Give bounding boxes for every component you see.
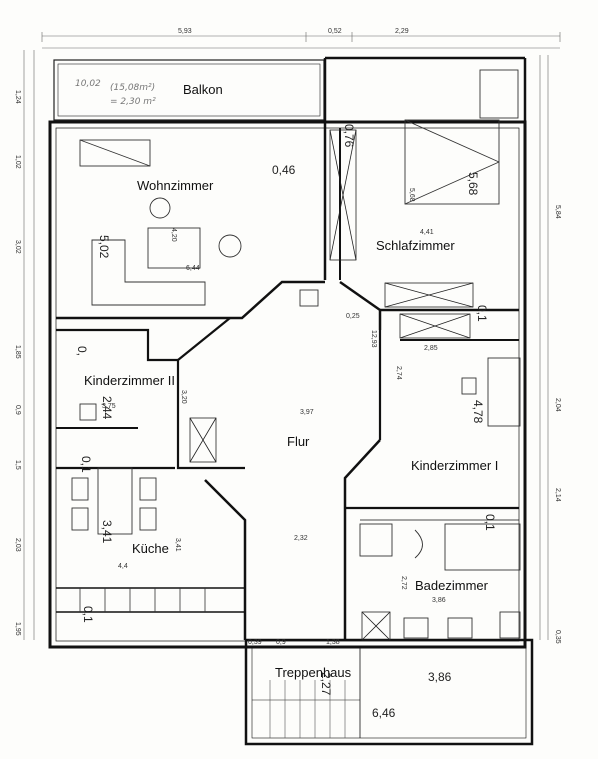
dim-inner-31: 2,74 [395,366,402,380]
kitchen-units [79,588,206,612]
dim-inner-14: 3,97 [300,409,314,416]
dim-left-6: 1,5 [14,460,21,470]
dim-inner-1: 0,46 [272,163,296,177]
room-label-kinderzimmer-1: Kinderzimmer I [411,458,498,473]
room-label-wohnzimmer: Wohnzimmer [137,178,214,193]
dim-inner-16: 3,41 [174,538,181,552]
dim-inner-27: 0,1 [475,305,489,322]
dim-inner-17: 2,32 [294,535,308,542]
room-label-kueche: Küche [132,541,169,556]
room-label-schlafzimmer: Schlafzimmer [376,238,455,253]
dim-inner-29: 0,1 [483,514,497,531]
dim-right-1: 5,84 [554,205,561,219]
dim-inner-19: 3,86 [432,597,446,604]
top-dimension-chain [41,32,561,49]
dim-inner-13: 3,75 [102,403,116,410]
furniture [71,69,521,639]
interior-walls [56,128,519,640]
dim-right-4: 0,35 [554,630,561,644]
dim-inner-7: 6,44 [186,265,200,272]
room-label-balkon: Balkon [183,82,223,97]
dim-top-2: 0,52 [328,28,342,35]
dim-inner-12: 2,44 [100,396,114,420]
dim-inner-4: 5,02 [97,235,111,259]
hand-note-3: = 2,30 m² [110,97,156,107]
dim-inner-20: 2,72 [400,576,407,590]
left-dimension-chain [23,50,35,640]
dim-left-4: 1,85 [14,345,21,359]
dim-right-2: 2,04 [554,398,561,412]
hand-note-2: (15,08m²) [110,83,155,93]
dim-top-3: 2,29 [395,28,409,35]
dim-top-1: 5,93 [178,28,192,35]
dim-inner-32: 12,93 [370,330,377,348]
room-label-badezimmer: Badezimmer [415,578,489,593]
exterior-walls [48,56,527,649]
dim-left-8: 1,95 [14,622,21,636]
room-label-kinderzimmer-2: Kinderzimmer II [84,373,175,388]
stairs [269,680,346,738]
dim-left-3: 3,02 [14,240,21,254]
dim-left-2: 1,02 [14,155,21,169]
dim-inner-11: 4,78 [471,400,485,424]
dim-left-5: 0,9 [14,405,21,415]
dim-right-3: 2,14 [554,488,561,502]
dim-inner-22: 0,9 [276,639,286,646]
room-label-flur: Flur [287,434,310,449]
dim-inner-33: 3,20 [180,390,187,404]
dim-inner-8: 4,20 [170,228,177,242]
stairwell-outline [244,638,534,746]
room-label-treppenhaus: Treppenhaus [275,665,352,680]
dim-inner-6: 5,68 [466,172,480,196]
dim-inner-15: 3,41 [100,520,114,544]
dim-inner-9: 0,25 [346,313,360,320]
dim-inner-21: 0,39 [248,639,262,646]
dim-left-1: 1,24 [14,90,21,104]
dim-inner-30: 0,1 [81,606,95,623]
dim-inner-2: 0,76 [342,124,356,148]
dim-inner-25: 6,46 [372,706,396,720]
dim-inner-10: 2,85 [424,345,438,352]
dim-inner-26: 2,27 [319,672,333,696]
dim-inner-24: 3,86 [428,670,452,684]
dim-inner-28: 0,1 [79,456,93,473]
dim-inner-34: 0, [75,346,89,356]
dim-inner-18: 4,4 [118,563,128,570]
right-dimension-chain [539,55,549,640]
hand-note-1: 10,02 [75,79,101,89]
shaft-symbols [189,129,474,641]
dim-inner-3: 5,68 [408,188,415,202]
dim-inner-5: 4,41 [420,229,434,236]
dim-left-7: 2,03 [14,538,21,552]
dim-inner-23: 1,38 [326,639,340,646]
